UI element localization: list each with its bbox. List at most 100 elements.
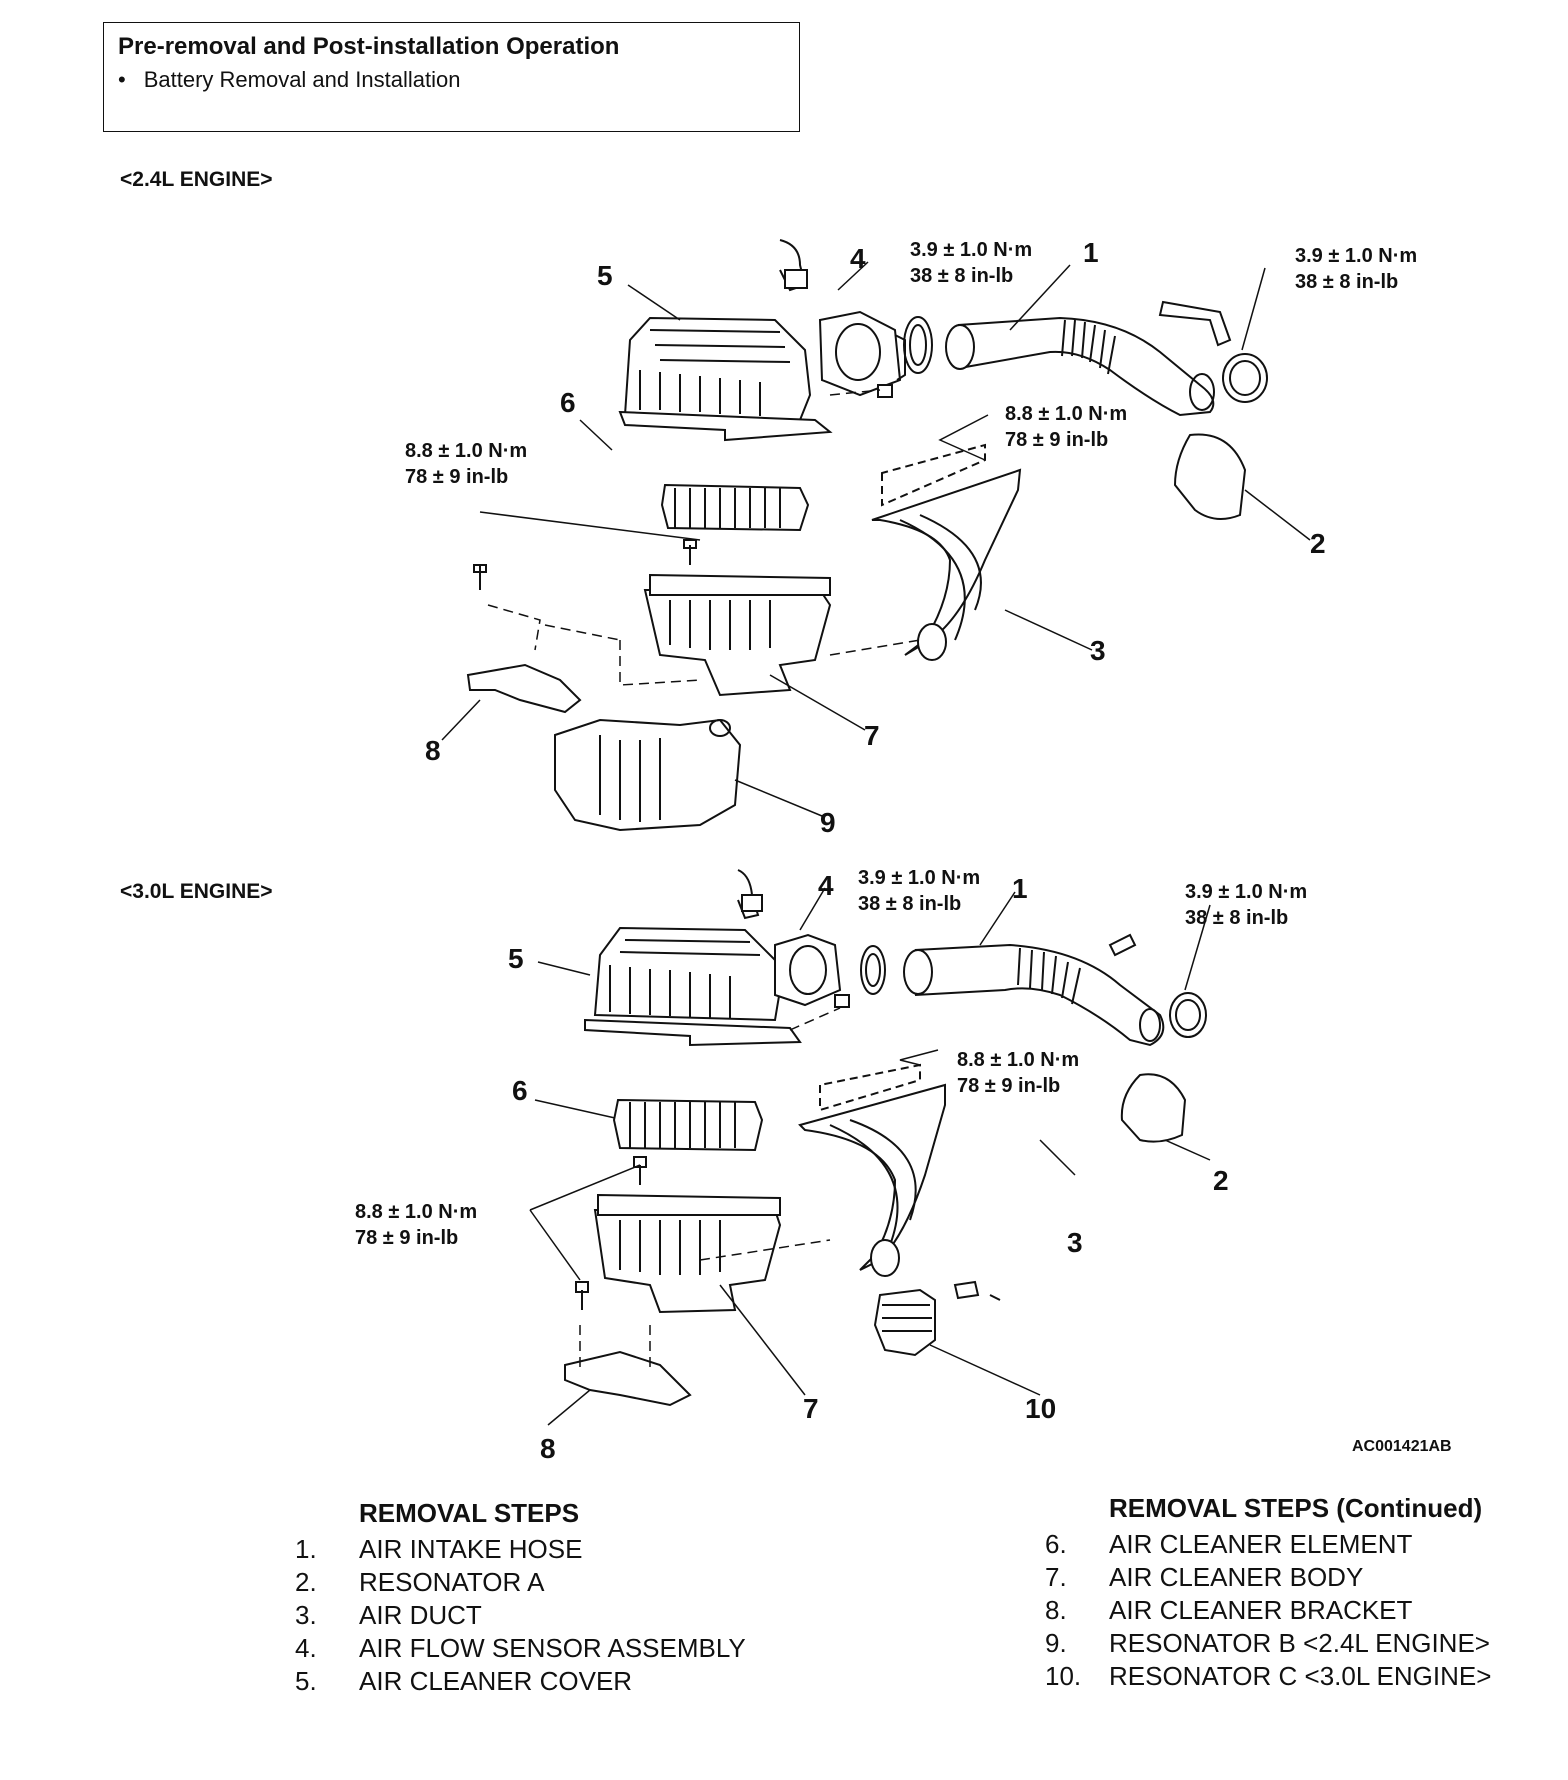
torque-3-0l-clamp-nm: 3.9 ± 1.0 N·m <box>1185 881 1307 903</box>
air-cleaner-body-3-0l <box>593 1193 782 1314</box>
step-number: 5. <box>295 1666 317 1696</box>
list-item: 2. RESONATOR A <box>295 1566 746 1599</box>
callout-5-3-0l: 5 <box>508 943 524 974</box>
removal-steps-right: REMOVAL STEPS (Continued) 6. AIR CLEANER … <box>1045 1493 1491 1693</box>
air-duct-2-4l <box>871 443 1022 661</box>
removal-steps-continued-heading: REMOVAL STEPS (Continued) <box>1109 1493 1483 1523</box>
callout-4-2-4l: 4 <box>850 243 866 274</box>
step-label: AIR DUCT <box>359 1600 482 1630</box>
pre-removal-item: • Battery Removal and Installation <box>118 67 460 93</box>
callout-3-3-0l: 3 <box>1067 1227 1083 1258</box>
air-duct-3-0l <box>798 1063 946 1277</box>
torque-2-4l-clamp-nm: 3.9 ± 1.0 N·m <box>1295 245 1417 267</box>
step-label: AIR CLEANER ELEMENT <box>1109 1529 1413 1559</box>
list-item: 9. RESONATOR B <2.4L ENGINE> <box>1045 1627 1491 1660</box>
torque-3-0l-clamp-inlb: 38 ± 8 in-lb <box>1185 907 1288 929</box>
bolt-2-4l-b <box>683 539 697 565</box>
step-label: RESONATOR B <2.4L ENGINE> <box>1109 1628 1490 1658</box>
callout-4-3-0l: 4 <box>818 870 834 901</box>
step-number: 10. <box>1045 1661 1082 1691</box>
torque-3-0l-hose-inlb: 38 ± 8 in-lb <box>858 893 961 915</box>
plug-3-0l <box>1108 933 1137 957</box>
resonator-c-3-0l <box>873 1280 1001 1357</box>
callout-6-2-4l: 6 <box>560 387 576 418</box>
hose-clamp-2-4l <box>903 316 933 374</box>
torque-2-4l-duct-inlb: 78 ± 9 in-lb <box>1005 429 1108 451</box>
resonator-b-2-4l <box>554 718 742 832</box>
callout-9-2-4l: 9 <box>820 807 836 838</box>
step-number: 2. <box>295 1567 317 1597</box>
leader-lines-3-0l <box>529 887 1211 1426</box>
step-number: 7. <box>1045 1562 1067 1592</box>
diagram-3-0l-engine <box>529 869 1211 1426</box>
step-number: 4. <box>295 1633 317 1663</box>
leader-lines-2-4l <box>441 261 1311 817</box>
pre-removal-title: Pre-removal and Post-installation Operat… <box>118 33 620 60</box>
air-cleaner-element-2-4l <box>660 483 810 532</box>
torque-3-0l-bracket-inlb: 78 ± 9 in-lb <box>355 1227 458 1249</box>
list-item: 4. AIR FLOW SENSOR ASSEMBLY <box>295 1632 746 1665</box>
step-label: RESONATOR C <3.0L ENGINE> <box>1109 1661 1492 1691</box>
torque-2-4l-hose-inlb: 38 ± 8 in-lb <box>910 265 1013 287</box>
callout-3-2-4l: 3 <box>1090 635 1106 666</box>
resonator-a-2-4l <box>1173 433 1247 520</box>
torque-2-4l-duct-nm: 8.8 ± 1.0 N·m <box>1005 403 1127 425</box>
callout-5-2-4l: 5 <box>597 260 613 291</box>
step-label: AIR CLEANER COVER <box>359 1666 633 1696</box>
list-item: 8. AIR CLEANER BRACKET <box>1045 1594 1491 1627</box>
torque-2-4l-hose-nm: 3.9 ± 1.0 N·m <box>910 239 1032 261</box>
air-cleaner-cover-2-4l <box>618 316 833 442</box>
step-number: 3. <box>295 1600 317 1630</box>
callout-2-2-4l: 2 <box>1310 528 1326 559</box>
air-cleaner-bracket-3-0l <box>564 1350 692 1407</box>
hose-clamp-right-3-0l <box>1169 992 1207 1038</box>
step-number: 8. <box>1045 1595 1067 1625</box>
air-cleaner-element-3-0l <box>612 1098 764 1152</box>
list-item: 5. AIR CLEANER COVER <box>295 1665 746 1698</box>
callout-7-3-0l: 7 <box>803 1393 819 1424</box>
air-flow-sensor-3-0l <box>737 869 850 1008</box>
air-cleaner-cover-3-0l <box>584 926 802 1047</box>
callout-7-2-4l: 7 <box>864 720 880 751</box>
air-intake-hose-2-4l <box>945 316 1215 417</box>
callout-10-3-0l: 10 <box>1025 1393 1056 1424</box>
torque-3-0l-hose-nm: 3.9 ± 1.0 N·m <box>858 867 980 889</box>
air-cleaner-body-2-4l <box>643 573 832 697</box>
callout-8-2-4l: 8 <box>425 735 441 766</box>
pre-removal-box: Pre-removal and Post-installation Operat… <box>103 22 800 132</box>
callout-8-3-0l: 8 <box>540 1433 556 1464</box>
engine-label-3-0l: <3.0L ENGINE> <box>120 880 273 903</box>
torque-2-4l-bracket-nm: 8.8 ± 1.0 N·m <box>405 440 527 462</box>
step-label: AIR CLEANER BRACKET <box>1109 1595 1413 1625</box>
resonator-a-3-0l <box>1120 1073 1187 1143</box>
torque-3-0l-duct-nm: 8.8 ± 1.0 N·m <box>957 1049 1079 1071</box>
air-flow-sensor-2-4l <box>779 239 906 398</box>
breather-tube-2-4l <box>1158 300 1232 347</box>
step-label: AIR FLOW SENSOR ASSEMBLY <box>359 1633 746 1663</box>
list-item: 7.AIR CLEANER BODY <box>1045 1561 1491 1594</box>
bolt-2-4l-a <box>473 564 487 590</box>
torque-3-0l-duct-inlb: 78 ± 9 in-lb <box>957 1075 1060 1097</box>
bullet-icon: • <box>118 67 126 92</box>
step-label: AIR INTAKE HOSE <box>359 1534 583 1564</box>
step-number: 6. <box>1045 1529 1067 1559</box>
hose-clamp-3-0l <box>860 945 886 995</box>
step-label: RESONATOR A <box>359 1567 545 1597</box>
bolt-3-0l-b <box>633 1156 647 1185</box>
engine-label-2-4l: <2.4L ENGINE> <box>120 168 273 191</box>
removal-steps-left: REMOVAL STEPS 1.AIR INTAKE HOSE 2.RESONA… <box>295 1498 746 1698</box>
torque-3-0l-bracket-nm: 8.8 ± 1.0 N·m <box>355 1201 477 1223</box>
pre-removal-item-label: Battery Removal and Installation <box>143 67 461 92</box>
list-item: 10. RESONATOR C <3.0L ENGINE> <box>1045 1660 1491 1693</box>
step-number: 9. <box>1045 1628 1067 1658</box>
bolt-3-0l-a <box>575 1281 589 1310</box>
hose-clamp-right-2-4l <box>1222 353 1268 403</box>
torque-2-4l-bracket-inlb: 78 ± 9 in-lb <box>405 466 508 488</box>
air-cleaner-bracket-2-4l <box>466 663 582 714</box>
diagram-2-4l-engine <box>441 239 1311 832</box>
figure-code: AC001421AB <box>1352 1438 1452 1455</box>
air-intake-hose-3-0l <box>903 943 1165 1047</box>
removal-steps-heading: REMOVAL STEPS <box>359 1498 580 1528</box>
callout-6-3-0l: 6 <box>512 1075 528 1106</box>
callout-2-3-0l: 2 <box>1213 1165 1229 1196</box>
